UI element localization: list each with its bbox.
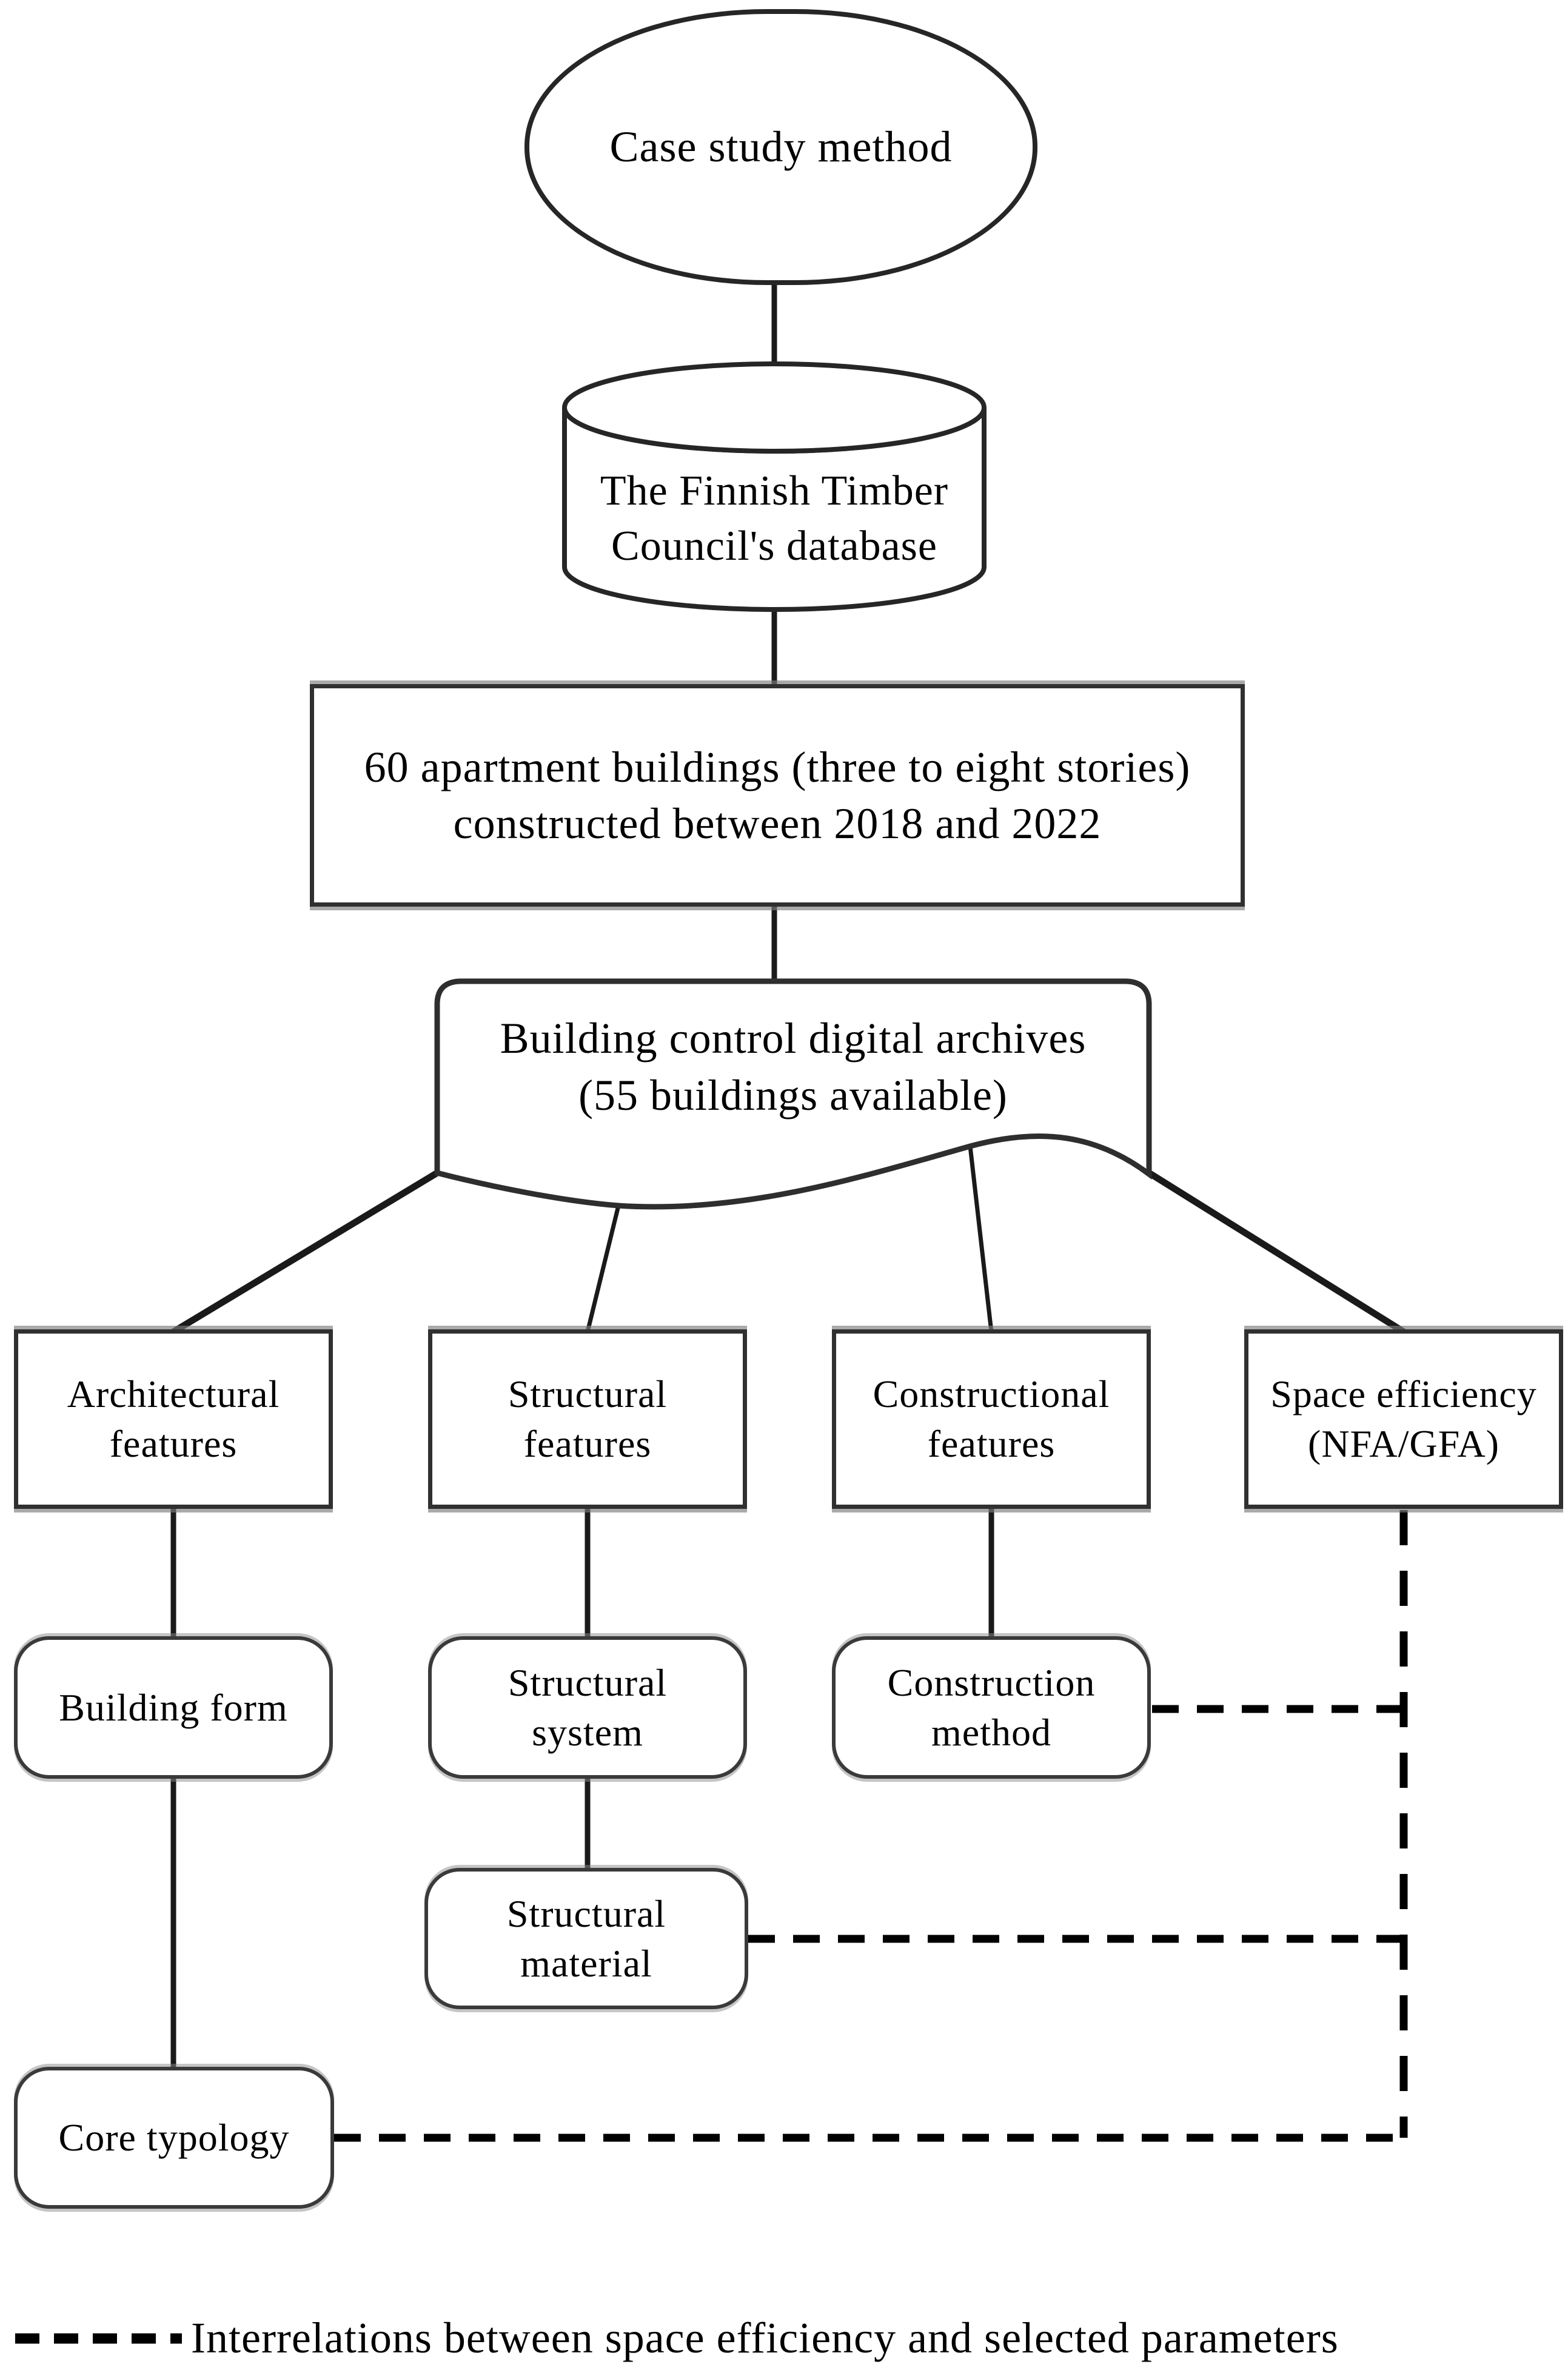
- node-structural-features: Structural features: [428, 1329, 747, 1509]
- node-timber-council-database-label: The Finnish Timber Council's database: [600, 468, 949, 569]
- node-construction-method: Construction method: [832, 1636, 1151, 1779]
- legend: Interrelations between space efficiency …: [0, 2298, 1568, 2367]
- node-building-control-archives-label: Building control digital archives (55 bu…: [500, 1014, 1087, 1120]
- node-case-study-method: Case study method: [524, 9, 1037, 285]
- connector-archives-to-space-efficiency: [1147, 1170, 1406, 1335]
- node-structural-material: Structural material: [424, 1868, 748, 2009]
- node-architectural-features: Architectural features: [14, 1329, 333, 1509]
- node-core-typology: Core typology: [14, 2067, 334, 2209]
- connector-archives-to-structural: [585, 1205, 621, 1332]
- node-apartment-buildings: 60 apartment buildings (three to eight s…: [310, 684, 1245, 907]
- legend-label: Interrelations between space efficiency …: [191, 2313, 1339, 2362]
- node-space-efficiency: Space efficiency (NFA/GFA): [1244, 1329, 1563, 1509]
- node-structural-system: Structural system: [428, 1636, 747, 1779]
- node-building-form: Building form: [14, 1636, 333, 1779]
- archives-document-shape: [434, 978, 1152, 1210]
- node-constructional-features: Constructional features: [832, 1329, 1151, 1509]
- connector-archives-to-constructional: [968, 1146, 994, 1332]
- connector-archives-to-architectural: [172, 1170, 439, 1335]
- database-cylinder-top: [562, 361, 987, 454]
